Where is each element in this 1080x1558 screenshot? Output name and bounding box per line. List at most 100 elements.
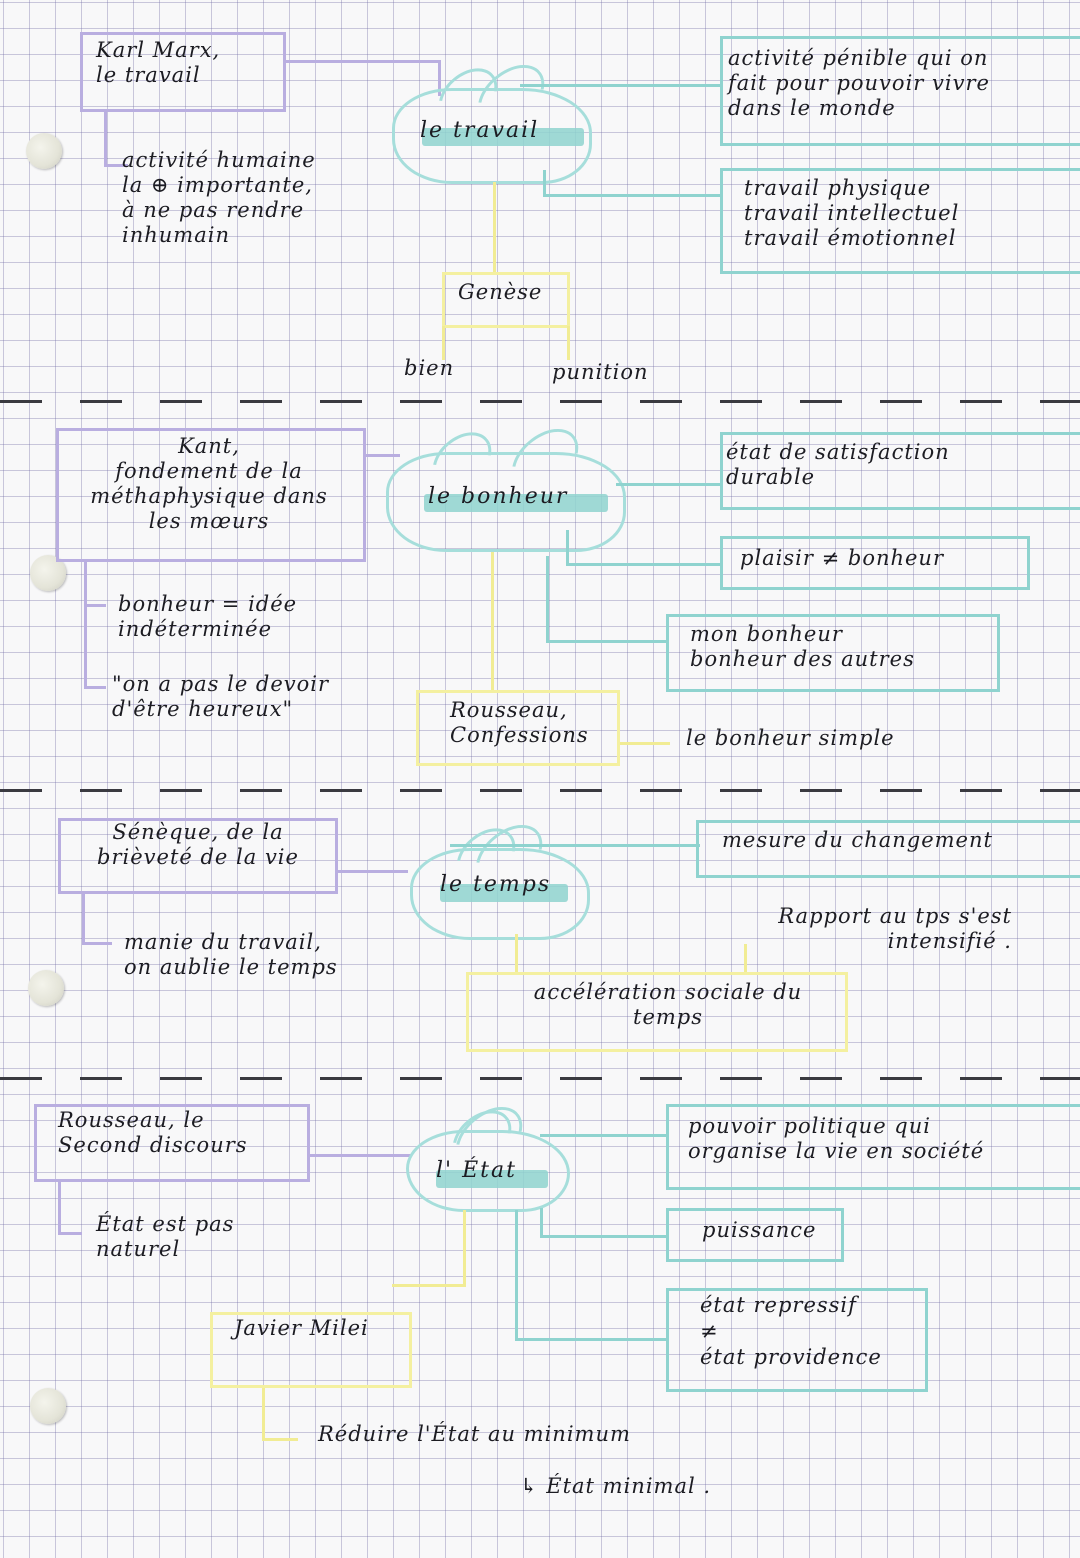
linked-text: Genèse [458,280,543,304]
connector [493,182,496,272]
definition-box [720,168,1080,274]
definition-box [720,536,1030,590]
linked-text: accélération sociale du temps [533,980,803,1029]
connector [566,530,569,566]
definition-text: plaisir ≠ bonheur [740,546,945,570]
definition-text: mon bonheur bonheur des autres [690,622,915,671]
connector [450,844,700,847]
linked-box [416,690,620,766]
definition-text: état de satisfaction durable [726,440,950,489]
author-note: État est pas naturel [96,1212,235,1261]
linked-box [466,972,848,1052]
definition-text: travail physique travail intellectuel tr… [744,176,960,250]
hole-punch [26,133,62,169]
connector [515,1210,518,1340]
connector [84,562,87,688]
author-box [56,428,366,562]
connector [620,742,670,745]
definition-box [720,36,1080,146]
connector [543,194,723,197]
connector [540,1134,668,1137]
connector [262,1438,298,1441]
section-divider [0,789,1080,792]
topic-title: le travail [420,118,540,143]
linked-note: Réduire l'État au minimum [318,1422,631,1446]
connector [262,1388,265,1440]
definition-text: puissance [702,1218,817,1242]
connector [515,1338,668,1341]
author-note: activité humaine la ⊕ importante, à ne p… [122,148,316,247]
author-box [34,1104,310,1182]
connector [566,563,720,566]
topic-title: le bonheur [428,484,569,509]
connector [540,1208,543,1238]
linked-box [210,1312,412,1388]
connector [463,1210,466,1286]
linked-note: ↳ État minimal . [520,1474,712,1498]
branch-label: punition [552,360,649,384]
connector [546,556,549,642]
hole-punch [30,1388,66,1424]
time-note: Rapport au tps s'est intensifié . [778,904,1012,953]
connector [82,894,85,944]
hole-punch [28,970,64,1006]
linked-box [442,272,570,328]
connector [310,1154,412,1157]
section-divider [0,1077,1080,1080]
topic-cloud [386,452,626,552]
author-quote: "on a pas le devoir d'être heureux" [112,672,330,721]
linked-text: Rousseau, Confessions [450,698,589,747]
author-text: Karl Marx, le travail [96,38,221,87]
topic-highlight [440,884,568,902]
definition-text: activité pénible qui on fait pour pouvoi… [728,46,990,120]
definition-box [720,432,1080,510]
connector [442,326,445,360]
topic-highlight [424,494,608,512]
connector [543,170,546,196]
author-text: Rousseau, le Second discours [58,1108,248,1157]
connector [338,870,408,873]
definition-box [666,1104,1080,1190]
definition-box [696,820,1080,878]
connector [58,1182,61,1234]
topic-cloud [406,1130,570,1212]
connector [84,686,106,689]
topic-cloud [410,848,590,940]
connector [58,1232,82,1235]
connector [491,552,494,692]
definition-box [666,614,1000,692]
author-box [58,818,338,894]
connector [438,60,441,96]
connector [567,326,570,360]
section-divider [0,400,1080,403]
connector [520,84,720,87]
connector [616,483,720,486]
connector [82,942,112,945]
topic-title: le temps [440,872,552,897]
definition-text: mesure du changement [722,828,993,852]
topic-cloud [392,88,592,184]
definition-text: pouvoir politique qui organise la vie en… [688,1114,985,1163]
connector [540,1235,668,1238]
connector [515,934,518,974]
definition-box [666,1288,928,1392]
definition-box [666,1208,844,1262]
topic-title: l' État [436,1158,517,1183]
connector [84,604,106,607]
linked-text: Javier Milei [234,1316,369,1340]
connector [392,1284,466,1287]
branch-label: bien [404,356,455,380]
linked-note: le bonheur simple [686,726,895,750]
author-text: Sénèque, de la brièveté de la vie [97,820,299,869]
topic-highlight [436,1170,548,1188]
author-note: bonheur = idée indéterminée [118,592,298,641]
connector [104,164,128,167]
author-note: manie du travail, on aublie le temps [124,930,338,979]
connector [546,640,668,643]
connector [104,112,107,166]
definition-text: état repressif ≠ état providence [700,1293,882,1369]
author-box [80,32,286,112]
connector [744,944,747,974]
connector [366,454,400,457]
connector [286,60,441,63]
